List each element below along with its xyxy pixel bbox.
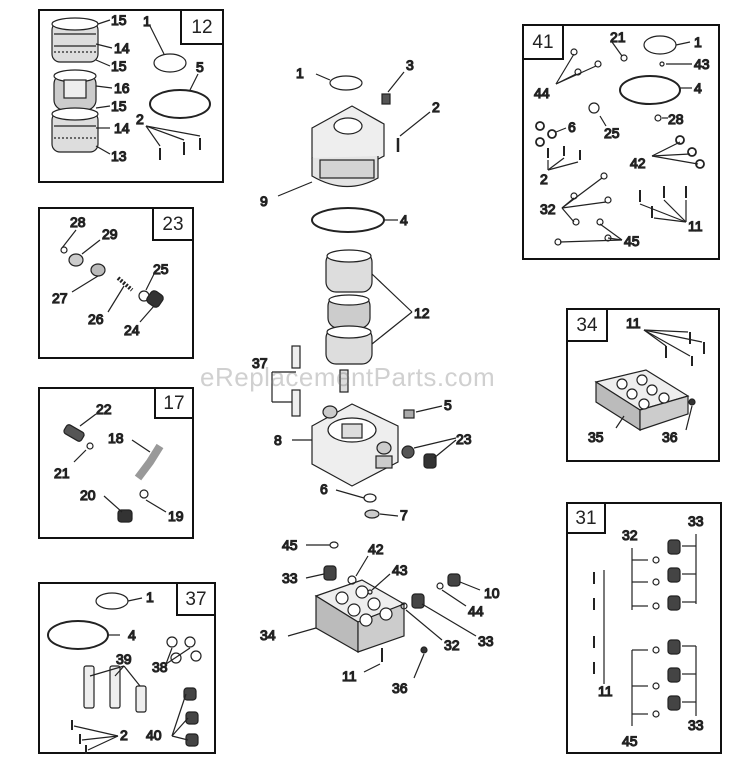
kit41-parts: 21 1 43 44 4 6 25 28 42 2 32 11 45 (533, 28, 710, 249)
callout-c-7: 7 (400, 507, 408, 523)
callout-c-6: 6 (320, 481, 328, 497)
callout-16: 16 (114, 80, 130, 96)
callout-28: 28 (668, 111, 684, 127)
callout-c-12: 12 (414, 305, 430, 321)
kit31-parts: 32 33 11 33 45 (593, 512, 704, 750)
callout-c-4: 4 (400, 212, 408, 228)
callout-24: 24 (124, 322, 140, 338)
callout-35: 35 (588, 429, 604, 445)
callout-31-33b: 33 (688, 717, 704, 733)
callout-c-8: 8 (274, 432, 282, 448)
kit-tag-37: 37 (176, 584, 214, 616)
callout-40: 40 (146, 727, 162, 743)
callout-22: 22 (96, 401, 112, 417)
callout-39: 39 (116, 651, 132, 667)
callout-19: 19 (168, 508, 184, 524)
kit-box-17: 17 (38, 387, 194, 539)
callout-c-42: 42 (368, 541, 384, 557)
callout-20: 20 (80, 487, 96, 503)
callout-44: 44 (534, 85, 550, 101)
kit-box-23: 23 (38, 207, 194, 359)
callout-c-5: 5 (444, 397, 452, 413)
callout-15c: 15 (111, 98, 127, 114)
callout-41-1: 1 (694, 34, 702, 50)
kit-tag-12: 12 (180, 11, 222, 45)
callout-c-34: 34 (260, 627, 276, 643)
kit-tag-17: 17 (154, 389, 192, 419)
callout-5: 5 (196, 59, 204, 75)
callout-31-33a: 33 (688, 513, 704, 529)
callout-28: 28 (70, 214, 86, 230)
callout-42: 42 (630, 155, 646, 171)
callout-25: 25 (604, 125, 620, 141)
callout-c-9: 9 (260, 193, 268, 209)
callout-c-36: 36 (392, 680, 408, 696)
callout-c-37: 37 (252, 355, 268, 371)
callout-6: 6 (568, 119, 576, 135)
kit12-parts: 15 14 15 16 15 14 13 1 5 2 (51, 11, 211, 165)
callout-2: 2 (136, 111, 144, 127)
callout-29: 29 (102, 226, 118, 242)
callout-18: 18 (108, 430, 124, 446)
callout-34-11: 11 (626, 315, 641, 331)
callout-37-4: 4 (128, 627, 136, 643)
callout-43: 43 (694, 56, 710, 72)
callout-c-45: 45 (282, 537, 298, 553)
kit23-parts: 28 29 25 27 26 24 (51, 213, 169, 338)
callout-c-43: 43 (392, 562, 408, 578)
callout-c-1: 1 (296, 65, 304, 81)
callout-1: 1 (143, 13, 151, 29)
callout-25: 25 (153, 261, 169, 277)
callout-21: 21 (54, 465, 70, 481)
callout-14a: 14 (114, 40, 130, 56)
callout-37-1: 1 (146, 589, 154, 605)
callout-21: 21 (610, 29, 626, 45)
kit17-parts: 22 18 21 20 19 (53, 400, 184, 524)
kit-box-41: 41 (522, 24, 720, 260)
callout-15a: 15 (111, 12, 127, 28)
callout-c-33b: 33 (478, 633, 494, 649)
callout-26: 26 (88, 311, 104, 327)
callout-c-44: 44 (468, 603, 484, 619)
callout-27: 27 (52, 290, 68, 306)
callout-31-45: 45 (622, 733, 638, 749)
kit-tag-34: 34 (568, 310, 608, 342)
callout-14b: 14 (114, 120, 130, 136)
kit-tag-31: 31 (568, 504, 606, 534)
callout-c-33a: 33 (282, 570, 298, 586)
callout-38: 38 (152, 659, 168, 675)
callout-c-32: 32 (444, 637, 460, 653)
callout-c-10: 10 (484, 585, 500, 601)
callout-31-32: 32 (622, 527, 638, 543)
callout-15b: 15 (111, 58, 127, 74)
callout-41-11: 11 (688, 218, 703, 234)
callout-c-3: 3 (406, 57, 414, 73)
callout-31-11: 11 (598, 683, 613, 699)
callout-34-36: 36 (662, 429, 678, 445)
callout-c-2: 2 (432, 99, 440, 115)
kit-tag-23: 23 (152, 209, 192, 241)
callout-41-4: 4 (694, 80, 702, 96)
kit-box-37: 37 (38, 582, 216, 754)
kit-tag-41: 41 (524, 26, 564, 60)
callout-13: 13 (111, 148, 127, 164)
callout-c-11: 11 (342, 668, 357, 684)
callout-32: 32 (540, 201, 556, 217)
callout-41-2: 2 (540, 171, 548, 187)
callout-c-23: 23 (456, 431, 472, 447)
callout-45: 45 (624, 233, 640, 249)
callout-37-2: 2 (120, 727, 128, 743)
kit37-parts: 1 4 39 38 2 40 (47, 588, 202, 754)
kit34-parts: 11 35 36 (587, 314, 705, 446)
center-assembly: 1 3 2 9 4 (251, 56, 500, 696)
